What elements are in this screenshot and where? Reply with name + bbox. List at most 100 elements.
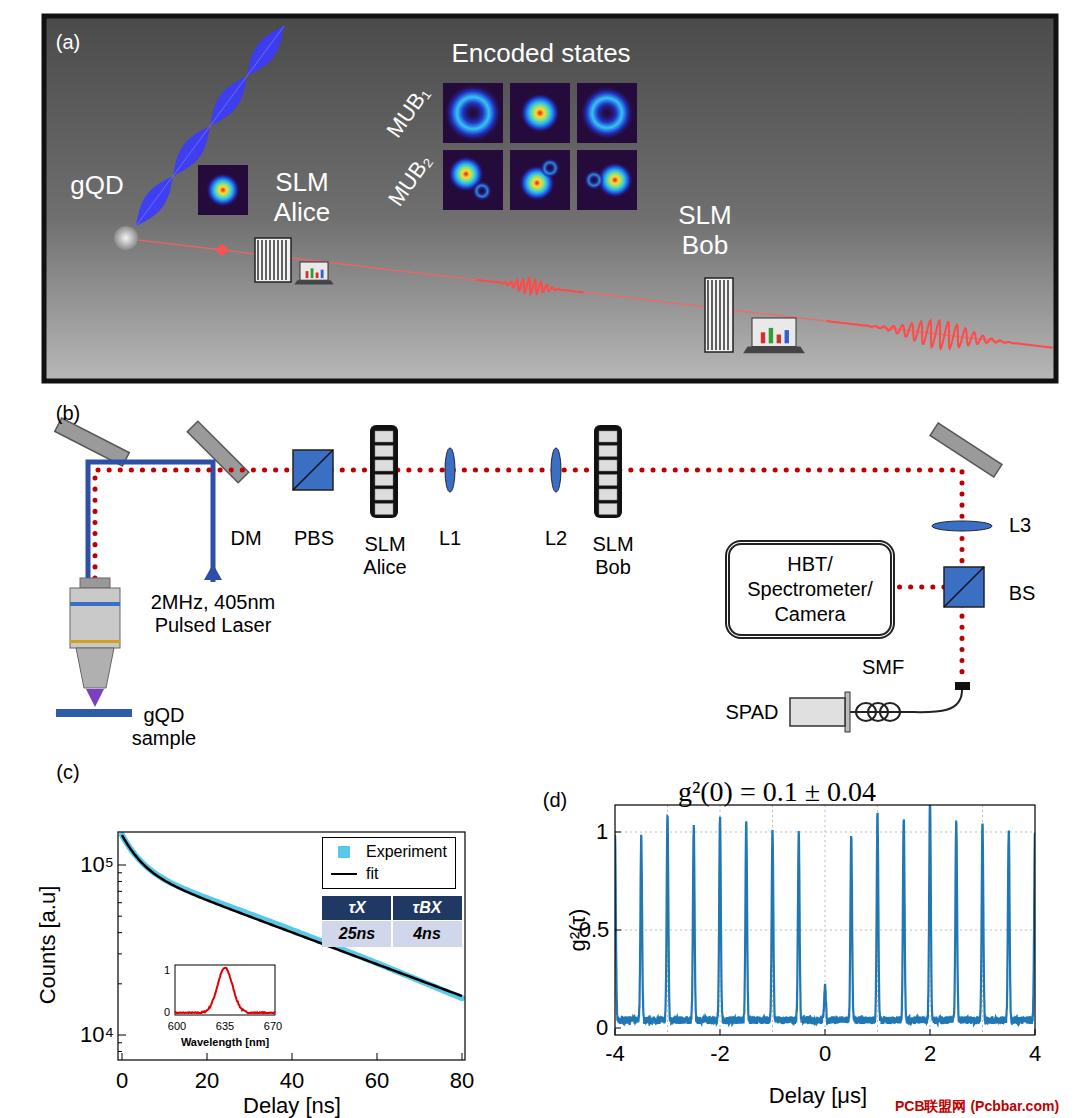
- slm-grating: [715, 280, 716, 350]
- objective-mount: [80, 578, 110, 588]
- mode-intensity: [520, 93, 560, 133]
- slm-grating: [723, 280, 724, 350]
- panel-letter: (b): [56, 402, 80, 425]
- table-cell: 4ns: [413, 925, 441, 943]
- box-text: HBT/ Spectrometer/ Camera: [742, 552, 878, 627]
- plot-title: g²(0) = 0.1 ± 0.04: [678, 776, 876, 808]
- objective-nose: [76, 648, 114, 688]
- laptop-bar: [306, 271, 309, 278]
- minor-tick: [118, 902, 122, 903]
- slm-grating: [707, 280, 708, 350]
- table-cell: 25ns: [339, 925, 375, 943]
- axes-box: [615, 805, 1035, 1035]
- pump-beam: [88, 462, 213, 582]
- tick-label: 40: [280, 1068, 304, 1093]
- tick-mark: [462, 1053, 463, 1060]
- axis-title: Counts [a.u]: [35, 886, 60, 1005]
- tick-label: 4: [1029, 1041, 1041, 1066]
- mode-spot: [206, 173, 240, 207]
- emission-beam: [95, 470, 962, 682]
- plot-legend: Experiment fit: [322, 837, 456, 889]
- panel-letter: (d): [543, 789, 567, 812]
- component-label: DM: [230, 527, 261, 550]
- mode-image: [510, 83, 570, 143]
- mode-image: [510, 150, 570, 210]
- slm-device: [594, 425, 622, 518]
- spectrum-curve: [175, 968, 275, 1013]
- photon-wavepacket: [827, 320, 1053, 348]
- tick-mark: [930, 1029, 931, 1035]
- quantum-dot: [114, 226, 138, 250]
- panel-letter: (c): [56, 761, 79, 784]
- slm-grating: [285, 240, 286, 280]
- objective-band: [70, 640, 120, 643]
- slm-pixel: [375, 431, 393, 442]
- slm-grating: [711, 280, 712, 350]
- slm-pixel: [375, 475, 393, 486]
- tick-mark: [825, 1029, 826, 1035]
- basis-label: MUB₁: [381, 82, 434, 143]
- detector-body: [790, 698, 845, 726]
- laser-label: 2MHz, 405nm Pulsed Laser: [131, 591, 296, 637]
- minor-tick: [118, 1051, 122, 1052]
- slm-grating: [719, 280, 720, 350]
- slm-grating: [269, 240, 270, 280]
- beam-splitter-diagonal: [293, 450, 333, 490]
- minor-tick: [118, 932, 122, 933]
- tick-mark: [118, 865, 126, 866]
- mode-image: [577, 150, 637, 210]
- component-label: SMF: [862, 656, 904, 679]
- basis-label: MUB₂: [383, 149, 437, 211]
- table-cell: τX: [348, 899, 365, 917]
- slm-pixel: [599, 446, 617, 457]
- tick-label: 1: [596, 819, 608, 844]
- slm-label: SLM Bob: [665, 201, 745, 261]
- correlation-curve: [615, 805, 1035, 1024]
- tick-mark: [118, 1035, 126, 1036]
- laptop-bar: [761, 332, 765, 343]
- fiber-cable: [850, 690, 962, 712]
- fit-curve: [122, 835, 462, 996]
- beam-splitter-cube: [944, 567, 984, 607]
- laptop-bar: [316, 273, 319, 279]
- tick-mark: [615, 832, 621, 833]
- photon-wavepacket: [476, 278, 583, 294]
- objective-band: [70, 602, 120, 606]
- legend-swatch: [338, 846, 350, 858]
- laptop-bar: [311, 268, 314, 278]
- legend-line-sample: [331, 873, 357, 875]
- fiber-coil: [856, 703, 876, 721]
- scene-background: [44, 16, 1056, 381]
- experiment-curve: [122, 835, 462, 998]
- figure-heading: Encoded states: [451, 39, 630, 69]
- slm-pixel: [375, 489, 393, 500]
- instrument-box: HBT/ Spectrometer/ Camera: [725, 540, 895, 639]
- tick-label: 600: [168, 1020, 186, 1033]
- minor-tick: [118, 916, 122, 917]
- tick-mark: [207, 1053, 208, 1060]
- mode-image: [198, 165, 248, 215]
- lens: [551, 448, 561, 492]
- grid-line: [615, 832, 1035, 833]
- plot-area: [615, 805, 1035, 1024]
- slm-grating: [727, 280, 728, 350]
- slm-grating: [261, 240, 262, 280]
- tick-label: -2: [710, 1041, 730, 1066]
- axis-title: Delay [ns]: [243, 1093, 341, 1118]
- legend-text: Experiment: [366, 843, 447, 861]
- axis-title: Delay [μs]: [769, 1083, 867, 1108]
- excitation-axis: [136, 26, 284, 226]
- tick-label: -4: [605, 1041, 625, 1066]
- legend-text: fit: [366, 865, 378, 883]
- mode-image: [443, 150, 503, 210]
- slm-pixel: [599, 431, 617, 442]
- fiber-coil: [868, 703, 888, 721]
- minor-tick: [118, 983, 122, 984]
- mirror: [187, 421, 249, 483]
- tick-label: 635: [216, 1020, 234, 1033]
- axes-box: [118, 832, 465, 1060]
- tick-mark: [122, 1053, 123, 1060]
- watermark: PCB联盟网 (Pcbbar.com): [893, 1098, 1061, 1114]
- mode-intensity: [472, 181, 492, 201]
